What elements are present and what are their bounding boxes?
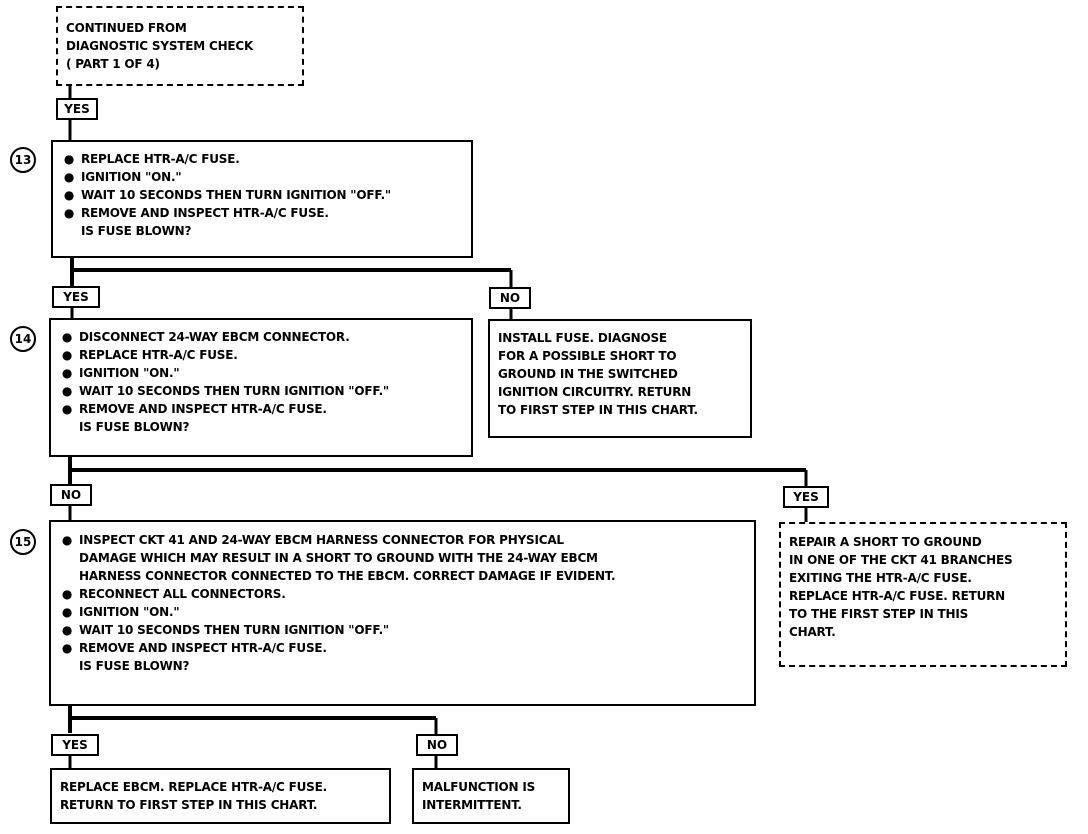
step-15-bullet: ●IGNITION "ON." <box>61 605 180 619</box>
bullet-icon: ● <box>61 384 73 398</box>
step-14-bullet: ●DISCONNECT 24-WAY EBCM CONNECTOR. <box>61 330 350 344</box>
repair-short-line: REPAIR A SHORT TO GROUND <box>789 535 982 549</box>
bullet-icon: ● <box>61 623 73 637</box>
replace-ebcm-line: REPLACE EBCM. REPLACE HTR-A/C FUSE. <box>60 780 327 794</box>
bullet-icon: ● <box>63 206 75 220</box>
step-14-bullet: ●WAIT 10 SECONDS THEN TURN IGNITION "OFF… <box>61 384 389 398</box>
step-15-bullet: ●RECONNECT ALL CONNECTORS. <box>61 587 286 601</box>
bullet-icon: ● <box>61 366 73 380</box>
start-line-3: ( PART 1 OF 4) <box>66 57 160 71</box>
step-14-number: 14 <box>10 326 36 352</box>
step-13-number: 13 <box>10 147 36 173</box>
yes-label-step13: YES <box>52 286 100 308</box>
malfunction-box: MALFUNCTION IS INTERMITTENT. <box>412 768 570 824</box>
bullet-icon: ● <box>61 587 73 601</box>
install-fuse-line: IGNITION CIRCUITRY. RETURN <box>498 385 692 399</box>
continued-from-box: CONTINUED FROM DIAGNOSTIC SYSTEM CHECK (… <box>56 6 304 86</box>
yes-label-step14: YES <box>783 486 829 508</box>
bullet-icon: ● <box>61 402 73 416</box>
step-15-bullet-continued: HARNESS CONNECTOR CONNECTED TO THE EBCM.… <box>79 569 616 583</box>
install-fuse-line: INSTALL FUSE. DIAGNOSE <box>498 331 667 345</box>
step-14-bullet: ●IGNITION "ON." <box>61 366 180 380</box>
install-fuse-line: TO FIRST STEP IN THIS CHART. <box>498 403 698 417</box>
step-13-question: IS FUSE BLOWN? <box>81 224 192 238</box>
step-13-bullet: ●REMOVE AND INSPECT HTR-A/C FUSE. <box>63 206 329 220</box>
step-15-bullet: ●INSPECT CKT 41 AND 24-WAY EBCM HARNESS … <box>61 533 564 547</box>
step-14-bullet: ●REPLACE HTR-A/C FUSE. <box>61 348 238 362</box>
install-fuse-line: GROUND IN THE SWITCHED <box>498 367 678 381</box>
step-13-bullet: ●WAIT 10 SECONDS THEN TURN IGNITION "OFF… <box>63 188 391 202</box>
repair-short-line: CHART. <box>789 625 836 639</box>
repair-short-box: REPAIR A SHORT TO GROUND IN ONE OF THE C… <box>779 522 1067 667</box>
step-15-bullet-continued: DAMAGE WHICH MAY RESULT IN A SHORT TO GR… <box>79 551 598 565</box>
yes-label-start: YES <box>56 98 98 120</box>
step-14-question: IS FUSE BLOWN? <box>79 420 190 434</box>
bullet-icon: ● <box>61 348 73 362</box>
step-13-bullet: ●IGNITION "ON." <box>63 170 182 184</box>
step-15-bullet: ●REMOVE AND INSPECT HTR-A/C FUSE. <box>61 641 327 655</box>
repair-short-line: TO THE FIRST STEP IN THIS <box>789 607 969 621</box>
step-15-box: ●INSPECT CKT 41 AND 24-WAY EBCM HARNESS … <box>49 520 756 706</box>
start-line-2: DIAGNOSTIC SYSTEM CHECK <box>66 39 254 53</box>
no-label-step14: NO <box>50 484 92 506</box>
step-14-box: ●DISCONNECT 24-WAY EBCM CONNECTOR. ●REPL… <box>49 318 473 457</box>
step-13-box: ●REPLACE HTR-A/C FUSE. ●IGNITION "ON." ●… <box>51 140 473 258</box>
install-fuse-box: INSTALL FUSE. DIAGNOSE FOR A POSSIBLE SH… <box>488 319 752 438</box>
step-14-bullet: ●REMOVE AND INSPECT HTR-A/C FUSE. <box>61 402 327 416</box>
yes-label-step15: YES <box>51 734 99 756</box>
install-fuse-line: FOR A POSSIBLE SHORT TO <box>498 349 677 363</box>
bullet-icon: ● <box>63 188 75 202</box>
bullet-icon: ● <box>63 152 75 166</box>
step-15-number: 15 <box>10 529 36 555</box>
bullet-icon: ● <box>61 641 73 655</box>
repair-short-line: EXITING THE HTR-A/C FUSE. <box>789 571 972 585</box>
bullet-icon: ● <box>61 330 73 344</box>
replace-ebcm-line: RETURN TO FIRST STEP IN THIS CHART. <box>60 798 318 812</box>
step-15-question: IS FUSE BLOWN? <box>79 659 190 673</box>
malfunction-line: INTERMITTENT. <box>422 798 522 812</box>
bullet-icon: ● <box>61 605 73 619</box>
malfunction-line: MALFUNCTION IS <box>422 780 536 794</box>
step-15-bullet: ●WAIT 10 SECONDS THEN TURN IGNITION "OFF… <box>61 623 389 637</box>
replace-ebcm-box: REPLACE EBCM. REPLACE HTR-A/C FUSE. RETU… <box>50 768 391 824</box>
step-13-bullet: ●REPLACE HTR-A/C FUSE. <box>63 152 240 166</box>
repair-short-line: IN ONE OF THE CKT 41 BRANCHES <box>789 553 1013 567</box>
repair-short-line: REPLACE HTR-A/C FUSE. RETURN <box>789 589 1006 603</box>
start-line-1: CONTINUED FROM <box>66 21 187 35</box>
bullet-icon: ● <box>61 533 73 547</box>
no-label-step15: NO <box>416 734 458 756</box>
bullet-icon: ● <box>63 170 75 184</box>
no-label-step13: NO <box>489 287 531 309</box>
